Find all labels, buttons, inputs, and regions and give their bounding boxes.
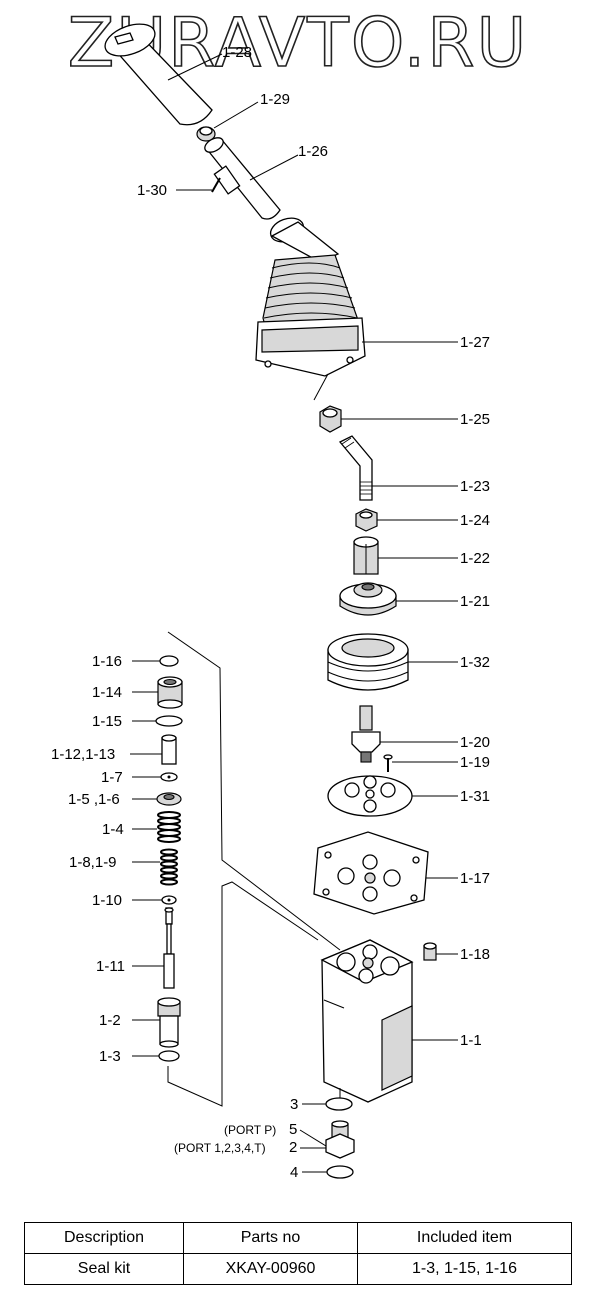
- label-1-17: 1-17: [460, 870, 490, 887]
- label-1-11: 1-11: [96, 958, 125, 975]
- part-plate-1-21: [339, 582, 397, 616]
- part-oring-1-15: [155, 715, 183, 727]
- part-spring-1-8: [160, 848, 178, 886]
- label-1-2: 1-2: [99, 1012, 121, 1029]
- part-coupling-1-22: [353, 536, 379, 575]
- part-plate-1-31: [327, 775, 413, 817]
- cell-parts-no: XKAY-00960: [183, 1253, 358, 1285]
- label-port-p: (PORT P): [224, 1123, 276, 1137]
- part-spool-1-11: [163, 907, 175, 989]
- cell-included-item: 1-3, 1-15, 1-16: [357, 1253, 572, 1285]
- label-1-25: 1-25: [460, 411, 490, 428]
- part-nut-1-25: [319, 405, 342, 433]
- part-body-1-1: [320, 939, 414, 1103]
- label-4: 4: [290, 1164, 298, 1181]
- header-included-item: Included item: [357, 1222, 572, 1254]
- label-1-28: 1-28: [222, 44, 252, 61]
- part-grip: [104, 23, 213, 126]
- label-1-30: 1-30: [137, 182, 167, 199]
- header-parts-no: Parts no: [183, 1222, 358, 1254]
- label-1-3: 1-3: [99, 1048, 121, 1065]
- label-1-20: 1-20: [460, 734, 490, 751]
- cell-description: Seal kit: [24, 1253, 184, 1285]
- part-fitting-2-5: [325, 1120, 355, 1159]
- part-plate-1-17: [313, 831, 429, 915]
- label-1-16: 1-16: [92, 653, 122, 670]
- part-oring-4: [326, 1165, 354, 1179]
- label-1-18: 1-18: [460, 946, 490, 963]
- label-1-1: 1-1: [460, 1032, 482, 1049]
- label-1-5-6: 1-5 ,1-6: [68, 791, 120, 808]
- label-1-27: 1-27: [460, 334, 490, 351]
- label-1-26: 1-26: [298, 143, 328, 160]
- part-nut-1-29: [196, 126, 216, 142]
- part-push-rod-1-12: [161, 734, 177, 765]
- label-1-22: 1-22: [460, 550, 490, 567]
- label-1-15: 1-15: [92, 713, 122, 730]
- part-nut-1-24: [355, 508, 378, 532]
- table-header-row: Description Parts no Included item: [24, 1222, 572, 1254]
- part-cover-1-32: [327, 633, 409, 691]
- label-1-32: 1-32: [460, 654, 490, 671]
- label-1-7: 1-7: [101, 769, 123, 786]
- label-3: 3: [290, 1096, 298, 1113]
- label-1-21: 1-21: [460, 593, 490, 610]
- label-1-29: 1-29: [260, 91, 290, 108]
- label-1-4: 1-4: [102, 821, 124, 838]
- part-boot-1-27: [255, 217, 366, 377]
- part-screw-1-19: [383, 754, 393, 772]
- part-plug-1-14: [157, 676, 183, 709]
- label-1-14: 1-14: [92, 684, 122, 701]
- label-port-1234t: (PORT 1,2,3,4,T): [174, 1141, 266, 1155]
- part-ring-1-16: [159, 655, 179, 667]
- label-5: 5: [289, 1121, 297, 1138]
- part-rod-1-23: [338, 435, 373, 501]
- part-sleeve-1-26: [204, 137, 281, 220]
- label-1-19: 1-19: [460, 754, 490, 771]
- part-spring-1-4: [157, 811, 181, 843]
- part-pivot-1-20: [351, 705, 381, 763]
- header-description: Description: [24, 1222, 184, 1254]
- label-1-23: 1-23: [460, 478, 490, 495]
- part-seat-1-5: [156, 792, 182, 806]
- table-row: Seal kit XKAY-00960 1-3, 1-15, 1-16: [24, 1253, 572, 1285]
- part-oring-1-3: [158, 1050, 180, 1062]
- part-plug-1-18: [423, 942, 437, 961]
- label-1-31: 1-31: [460, 788, 490, 805]
- part-plug-1-2: [157, 997, 181, 1048]
- label-1-10: 1-10: [92, 892, 122, 909]
- label-2: 2: [289, 1139, 297, 1156]
- label-1-24: 1-24: [460, 512, 490, 529]
- seal-kit-table: Description Parts no Included item Seal …: [24, 1222, 572, 1285]
- label-1-8-9: 1-8,1-9: [69, 854, 117, 871]
- part-oring-3: [325, 1097, 353, 1111]
- label-1-12-13: 1-12,1-13: [51, 746, 115, 763]
